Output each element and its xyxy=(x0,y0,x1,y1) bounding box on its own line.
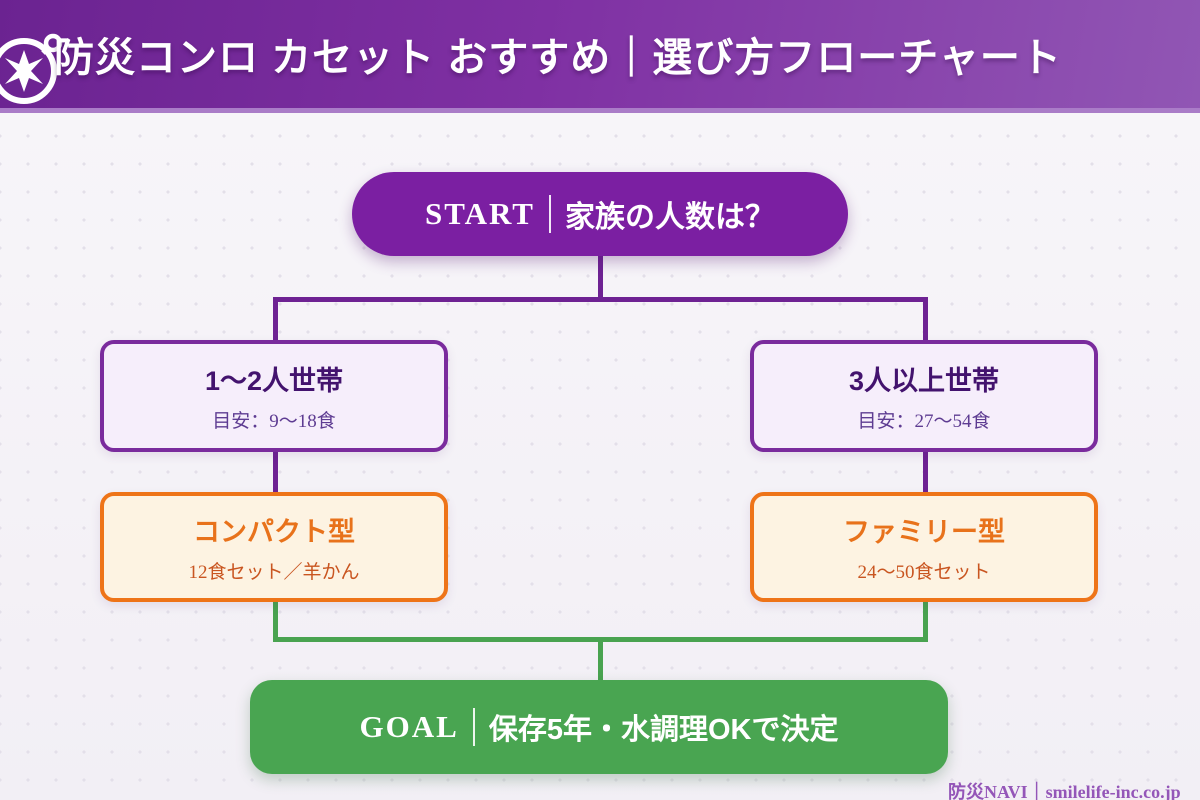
divider-bar xyxy=(548,195,551,233)
footer-brand: 防災 xyxy=(948,782,984,800)
connector-branch-horizontal xyxy=(273,297,928,302)
start-question: 家族の人数は？ xyxy=(564,201,775,234)
connector-left-result-down xyxy=(273,600,278,640)
connector-branch-right-drop xyxy=(923,297,928,343)
goal-node: GOAL 保存5年・水調理OKで決定 xyxy=(250,680,948,774)
result-title: ファミリー型 xyxy=(843,517,1005,547)
result-title: コンパクト型 xyxy=(193,517,355,547)
connector-start-stem xyxy=(598,254,603,300)
compass-icon xyxy=(0,33,63,104)
footer-site: NAVI｜smilelife-inc.co.jp xyxy=(984,782,1181,800)
result-subtitle: 12食セット／羊かん xyxy=(188,562,360,583)
connector-left-condition-to-result xyxy=(273,450,278,494)
result-node-compact: コンパクト型 12食セット／羊かん xyxy=(100,492,448,602)
footer-credit: 防災NAVI｜smilelife-inc.co.jp xyxy=(948,778,1181,800)
result-subtitle: 24〜50食セット xyxy=(857,562,991,583)
page-title: 防災コンロ カセット おすすめ｜選び方フローチャート xyxy=(54,36,1062,80)
connector-branch-left-drop xyxy=(273,297,278,343)
goal-label: 保存5年・水調理OKで決定 xyxy=(488,714,839,746)
connector-right-condition-to-result xyxy=(923,450,928,494)
header-bar: 防災コンロ カセット おすすめ｜選び方フローチャート xyxy=(0,0,1200,113)
connector-right-result-down xyxy=(923,600,928,640)
condition-node-large-household: 3人以上世帯 目安：27〜54食 xyxy=(750,340,1098,452)
divider-bar xyxy=(472,708,475,746)
connector-goal-stem xyxy=(598,640,603,682)
condition-subtitle: 目安：9〜18食 xyxy=(212,411,336,432)
goal-prefix: GOAL xyxy=(359,709,459,744)
connector-merge-horizontal xyxy=(273,637,928,642)
condition-subtitle: 目安：27〜54食 xyxy=(857,411,991,432)
condition-title: 1〜2人世帯 xyxy=(204,366,344,396)
condition-node-small-household: 1〜2人世帯 目安：9〜18食 xyxy=(100,340,448,452)
start-prefix: START xyxy=(425,196,535,231)
start-node: START 家族の人数は？ xyxy=(352,172,848,256)
condition-title: 3人以上世帯 xyxy=(848,366,1000,396)
result-node-family: ファミリー型 24〜50食セット xyxy=(750,492,1098,602)
